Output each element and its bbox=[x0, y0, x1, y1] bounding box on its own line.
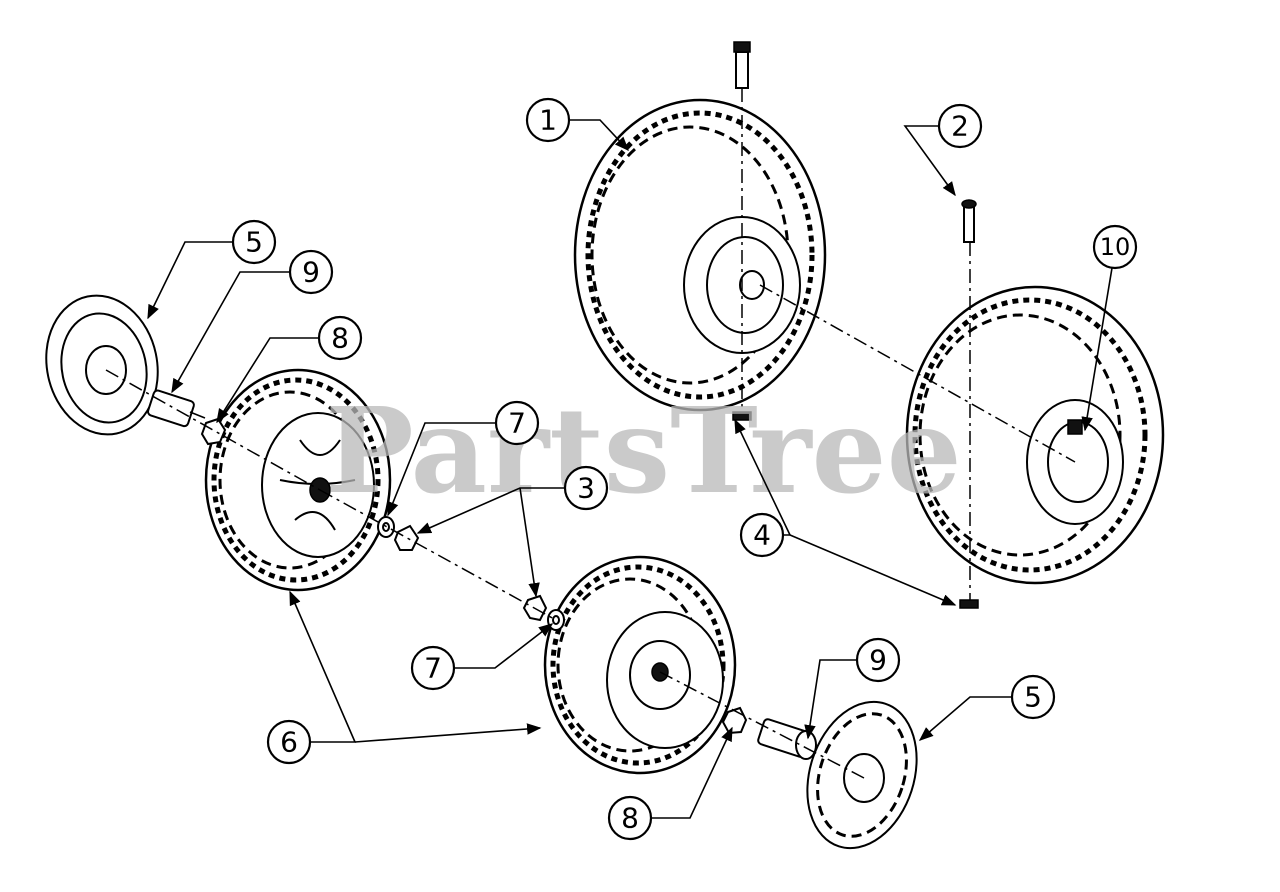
center-lines bbox=[105, 88, 1076, 779]
svg-text:9: 9 bbox=[869, 644, 887, 677]
lock-nut-left bbox=[393, 524, 420, 551]
front-tire-lower bbox=[543, 555, 737, 775]
callout-9-right: 9 bbox=[855, 637, 901, 683]
svg-text:4: 4 bbox=[753, 519, 771, 552]
callout-4: 4 bbox=[739, 512, 785, 558]
svg-text:7: 7 bbox=[508, 407, 526, 440]
callout-8-right: 8 bbox=[607, 795, 653, 841]
callout-8-left: 8 bbox=[317, 315, 363, 361]
hub-cap-left bbox=[45, 294, 159, 436]
watermark: PartsTree bbox=[325, 381, 962, 520]
svg-text:3: 3 bbox=[577, 472, 595, 505]
svg-text:5: 5 bbox=[1024, 681, 1042, 714]
rear-tire-upper bbox=[573, 98, 827, 412]
callout-1: 1 bbox=[525, 97, 571, 143]
callout-5-right: 5 bbox=[1010, 674, 1056, 720]
svg-text:1: 1 bbox=[539, 104, 557, 137]
pin-right bbox=[961, 199, 977, 243]
svg-text:2: 2 bbox=[951, 110, 969, 143]
washer-lower bbox=[547, 609, 565, 631]
pin-upper bbox=[733, 41, 751, 89]
callout-3: 3 bbox=[563, 465, 609, 511]
callout-7-lower: 7 bbox=[410, 645, 456, 691]
svg-text:9: 9 bbox=[302, 256, 320, 289]
front-tire-left bbox=[204, 368, 392, 592]
svg-text:6: 6 bbox=[280, 726, 298, 759]
rear-tire-right bbox=[905, 285, 1165, 585]
svg-text:8: 8 bbox=[621, 802, 639, 835]
shoulder-bolt-left bbox=[147, 389, 206, 428]
svg-text:5: 5 bbox=[245, 226, 263, 259]
svg-text:8: 8 bbox=[331, 322, 349, 355]
callout-6: 6 bbox=[266, 719, 312, 765]
svg-text:7: 7 bbox=[424, 652, 442, 685]
callout-10: 10 bbox=[1092, 224, 1138, 270]
callout-7-upper: 7 bbox=[494, 400, 540, 446]
spring-clip-lower bbox=[959, 599, 979, 609]
callout-9-left: 9 bbox=[288, 249, 334, 295]
svg-text:10: 10 bbox=[1100, 233, 1131, 261]
hex-nut-left bbox=[200, 417, 227, 446]
callout-5-left: 5 bbox=[231, 219, 277, 265]
callout-2: 2 bbox=[937, 103, 983, 149]
leader-lines bbox=[147, 119, 1113, 819]
